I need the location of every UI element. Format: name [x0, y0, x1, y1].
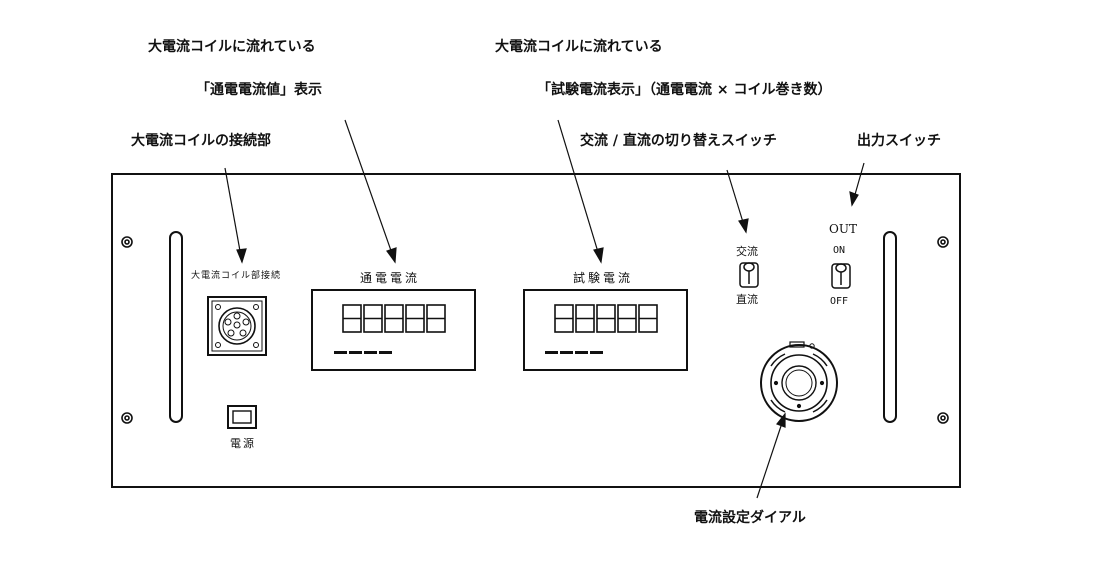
output-out-label: OUT [829, 222, 857, 236]
current-display [311, 289, 476, 371]
left-rack-mount [121, 236, 133, 424]
coil-current-annotation-line1: 大電流コイルに流れている [148, 39, 316, 55]
acdc-bottom-label: 直流 [736, 293, 758, 306]
output-on-label: ON [833, 245, 846, 256]
acdc-toggle-switch[interactable] [739, 262, 759, 288]
leader-lines [224, 119, 865, 499]
current-display-title: 通電電流 [360, 271, 421, 285]
acdc-top-label: 交流 [736, 245, 758, 258]
connector-label: 大電流コイル部接続 [191, 271, 282, 281]
right-rack-mount [937, 236, 949, 424]
test-current-annotation-line1: 大電流コイルに流れている [495, 39, 663, 55]
current-dial-annotation: 電流設定ダイアル [694, 510, 806, 526]
panel-frame [111, 173, 961, 488]
power-switch[interactable] [227, 405, 257, 429]
output-switch-annotation: 出力スイッチ [857, 133, 941, 149]
coil-connector-annotation: 大電流コイルの接続部 [131, 133, 271, 149]
output-off-label: OFF [830, 296, 849, 307]
current-setting-dial[interactable] [760, 341, 838, 422]
coil-connector[interactable] [207, 296, 267, 356]
acdc-switch-annotation: 交流 / 直流の切り替えスイッチ [580, 133, 777, 149]
power-label: 電源 [230, 437, 256, 450]
coil-current-annotation-line2: 「通電電流値」表示 [196, 82, 322, 98]
test-current-display-title: 試験電流 [573, 271, 634, 285]
left-handle [169, 231, 183, 423]
right-handle [883, 231, 897, 423]
test-current-display [523, 289, 688, 371]
test-current-annotation-line2: 「試験電流表示」（通電電流 × コイル巻き数） [537, 82, 832, 98]
output-toggle-switch[interactable] [831, 263, 851, 289]
